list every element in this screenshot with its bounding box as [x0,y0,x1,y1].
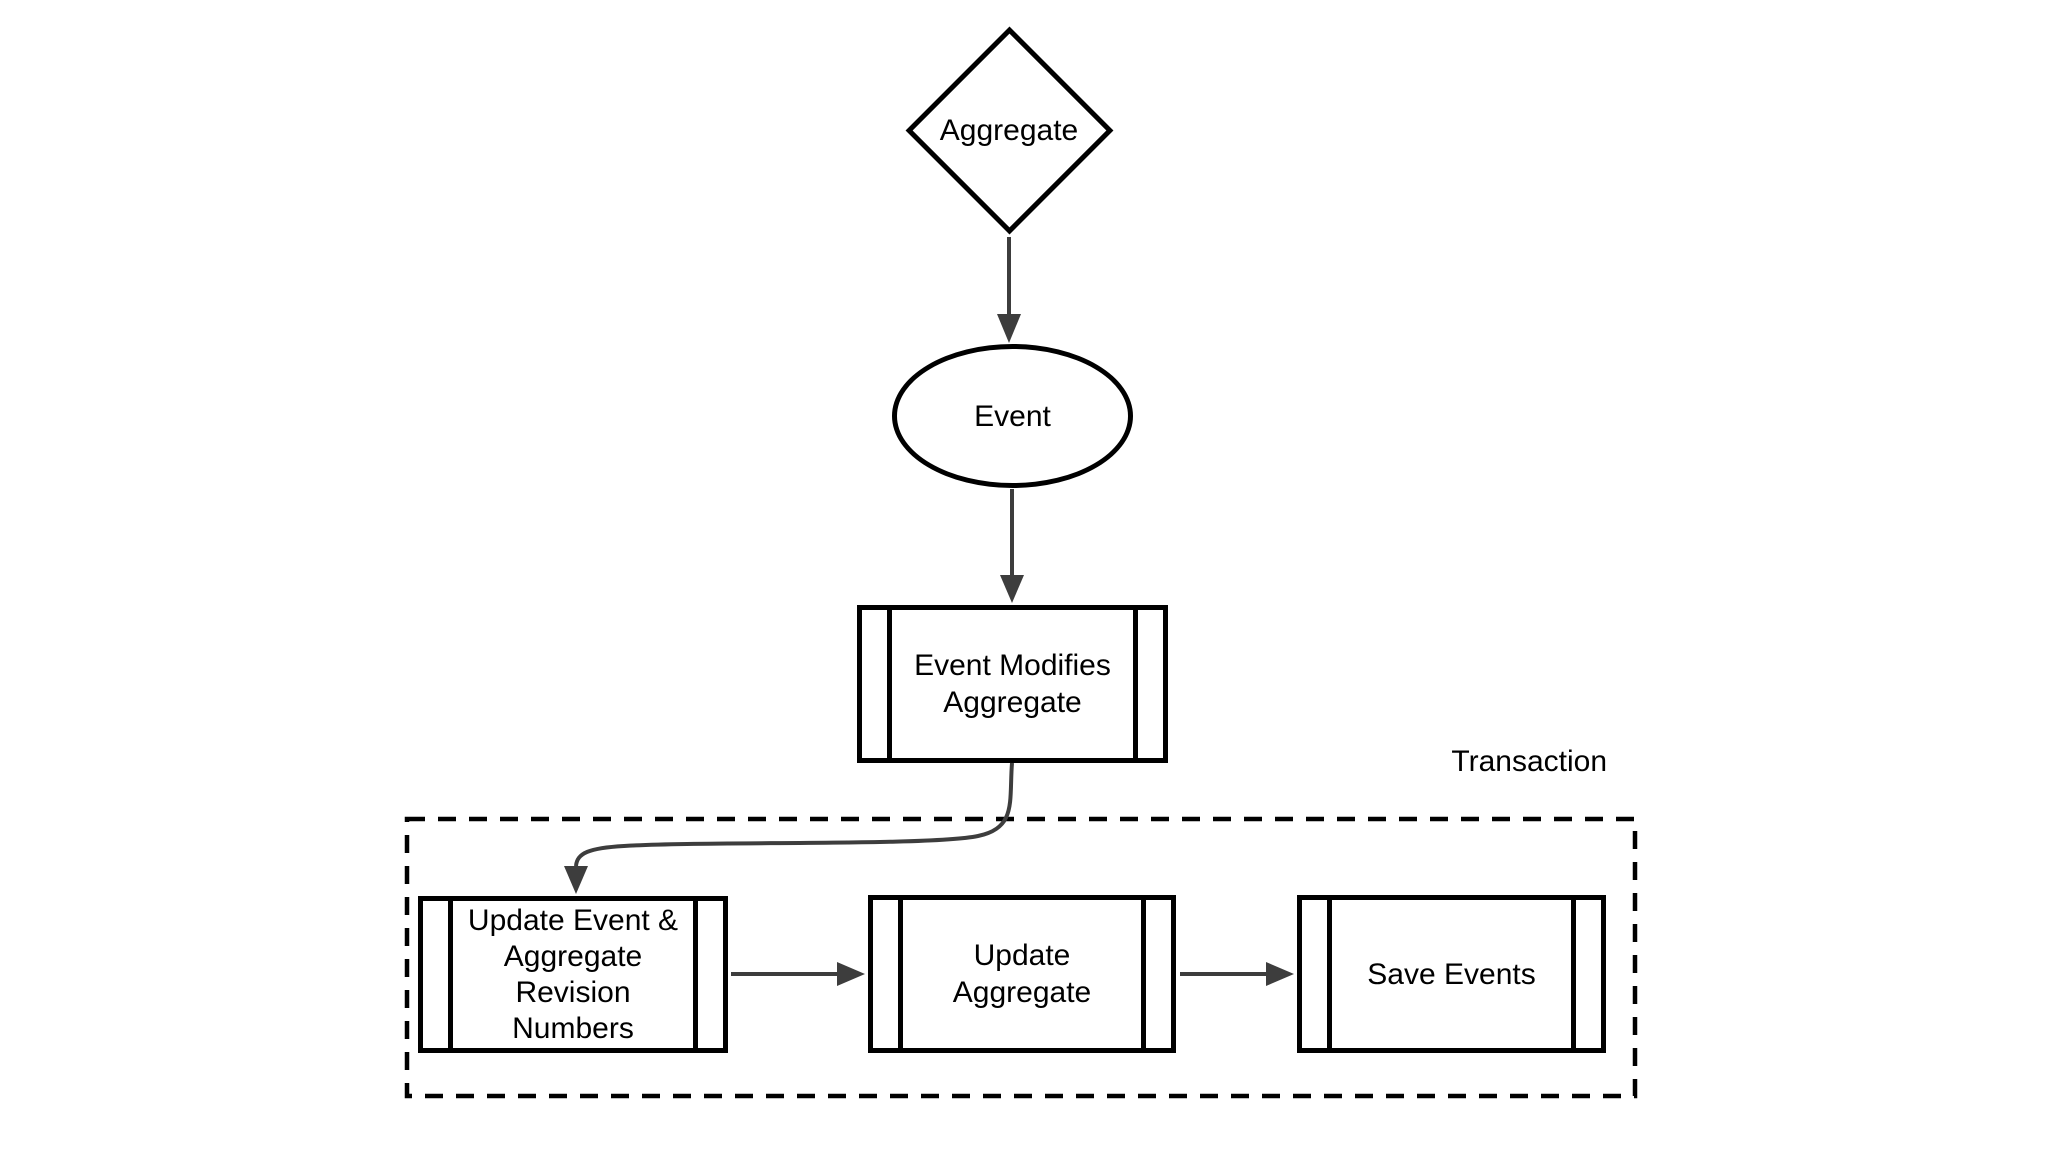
arrowhead-update-revisions-to-update-aggregate [837,962,865,986]
process-sidebar-right [1133,610,1138,758]
process-sidebar-left [887,610,892,758]
transaction-group-label: Transaction [1451,745,1607,778]
node-event: Event [892,344,1133,488]
arrowhead-update-aggregate-to-save-events [1266,962,1294,986]
process-sidebar-right [1141,900,1146,1048]
process-sidebar-left [448,901,453,1048]
process-sidebar-right [693,901,698,1048]
node-aggregate-label: Aggregate [939,113,1079,147]
arrowhead-event-to-modifies [1000,575,1024,603]
edge-modifies-to-update-revisions [574,762,1014,867]
arrowhead-aggregate-to-event [997,314,1021,343]
node-update-revision-numbers-label: Update Event & Aggregate Revision Number… [467,903,679,1045]
process-sidebar-left [1327,900,1332,1048]
process-sidebar-right [1571,900,1576,1048]
node-event-label: Event [974,399,1051,433]
arrowhead-modifies-to-update-revisions [564,866,588,894]
node-aggregate: Aggregate [905,104,1113,156]
node-update-aggregate: Update Aggregate [868,895,1176,1053]
node-save-events: Save Events [1297,895,1606,1053]
node-event-modifies-aggregate-label: Event Modifies Aggregate [914,649,1111,719]
node-update-aggregate-label: Update Aggregate [952,939,1092,1009]
node-update-revision-numbers: Update Event & Aggregate Revision Number… [418,896,728,1053]
node-save-events-label: Save Events [1367,957,1536,991]
node-event-modifies-aggregate: Event Modifies Aggregate [857,605,1168,763]
process-sidebar-left [898,900,903,1048]
